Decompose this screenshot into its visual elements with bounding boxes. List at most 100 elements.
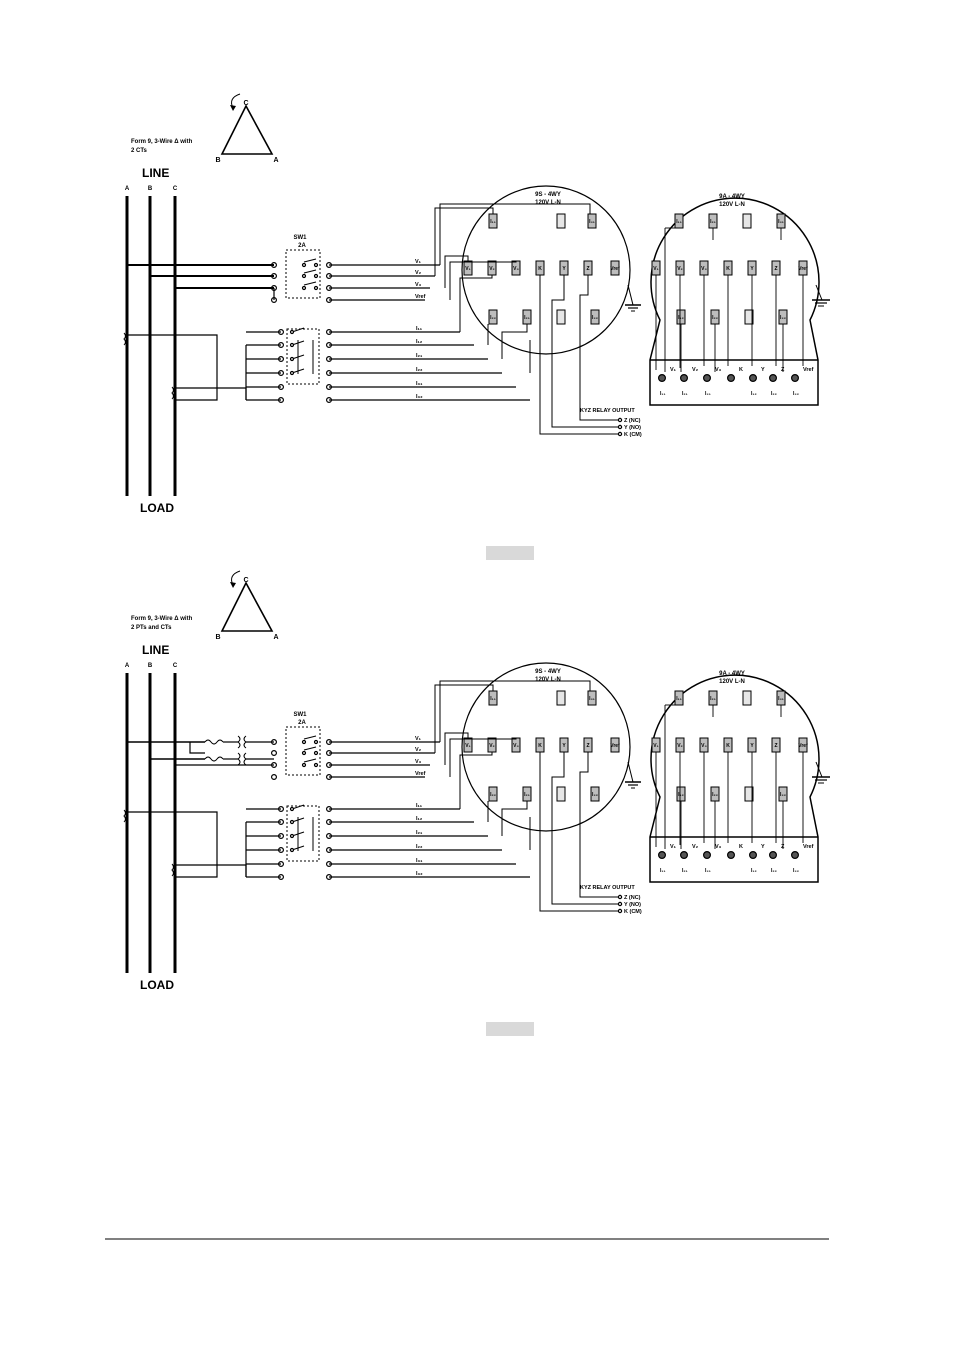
switch-blade: [303, 746, 317, 751]
base-terminal: [679, 374, 688, 383]
switch-contact: [301, 750, 307, 756]
terminal-label: Z: [774, 743, 777, 749]
arrow-head-icon: [230, 582, 236, 588]
switch-contact: [301, 739, 307, 745]
blank-slot: [744, 309, 754, 325]
meter-9a-outline: [649, 674, 820, 883]
blank-terminal: [556, 786, 566, 802]
terminal-label: K: [538, 743, 542, 749]
meter-terminal-v1: V₁: [651, 737, 661, 753]
figure-caption-placeholder: [486, 546, 534, 560]
base-terminal-label: I₂₁: [682, 868, 688, 874]
current-terminal-label: I₁₂: [416, 339, 423, 345]
terminal-label: I₂₁: [524, 792, 530, 798]
current-terminal-label: I₁₂: [416, 816, 423, 822]
fuse-icon: [204, 756, 224, 762]
switch-contact: [289, 342, 295, 348]
lead-i11: [459, 275, 493, 332]
lead-v2: [434, 207, 494, 276]
meter-terminal-i22: I₂₂: [710, 786, 720, 802]
terminal-label: V₁: [653, 743, 658, 749]
terminal-label: V₂: [677, 743, 683, 749]
meter-terminal-vref: Vref: [610, 260, 620, 276]
base-terminal-label: I₁₂: [751, 868, 757, 874]
meter-9s-circle: [461, 662, 631, 832]
base-terminal-label: I₃₁: [705, 391, 711, 397]
current-terminal-label: I₂₁: [416, 830, 423, 836]
meter-terminal-y: Y: [747, 737, 757, 753]
meter-9s-title: 9S - 4WY: [535, 669, 561, 675]
switch-contact: [289, 806, 295, 812]
ct-a-coil-icon: [123, 809, 126, 823]
meter-terminal-i11: I₁₁: [488, 690, 498, 706]
terminal-label: V₃: [701, 266, 707, 272]
load-label: LOAD: [140, 501, 174, 515]
meter-terminal-i21: I₂₁: [708, 213, 718, 229]
kyz-terminal: [617, 431, 623, 437]
meter-terminal-i32: I₃₂: [590, 309, 600, 325]
switch-blade: [303, 281, 317, 286]
kyz-terminal: [617, 417, 623, 423]
lead-z: [579, 752, 618, 898]
voltage-switch-terminal: [271, 774, 278, 781]
terminal-label: I₃₁: [589, 219, 595, 225]
terminal-block: [610, 737, 620, 753]
ground-lead: [627, 284, 634, 306]
meter-terminal-vref: Vref: [798, 737, 808, 753]
lead-vref: [449, 261, 517, 300]
terminal-label: I₃₂: [592, 792, 598, 798]
pt-coil-icon: [237, 735, 241, 749]
terminal-label: I₂₂: [712, 315, 718, 321]
shorting-blade: [291, 327, 305, 333]
terminal-label: I₃₁: [778, 696, 784, 702]
form-subtitle: 2 PTs and CTs: [131, 625, 172, 631]
phase-label-c: C: [173, 663, 178, 669]
switch-contact: [289, 329, 295, 335]
meter-terminal-i31: I₃₁: [587, 213, 597, 229]
delta-triangle: [220, 581, 274, 632]
lead-v3: [444, 255, 469, 288]
meter-terminal-i31: I₃₁: [776, 213, 786, 229]
base-terminal-label: I₃₁: [705, 868, 711, 874]
phase-label-a: A: [125, 186, 130, 192]
blank-slot: [742, 690, 752, 706]
kyz-output-label: Y (NO): [624, 425, 641, 431]
voltage-terminal-label: V₁: [415, 736, 422, 742]
phase-label-a: A: [125, 663, 130, 669]
base-terminal-label: I₁₁: [660, 868, 666, 874]
ct-a-loop: [127, 334, 218, 401]
voltage-switch-terminal: [271, 750, 278, 757]
arrow-head-icon: [230, 105, 236, 111]
switch-label: SW1: [293, 712, 307, 718]
meter-terminal-i31: I₃₁: [776, 690, 786, 706]
base-terminal-label: I₂₂: [771, 391, 777, 397]
meter-9s-title: 9S - 4WY: [535, 192, 561, 198]
meter-terminal-i21: I₂₁: [522, 309, 532, 325]
terminal-label: V₂: [489, 743, 495, 749]
kyz-terminal: [617, 901, 623, 907]
voltage-switch-box: [285, 726, 321, 776]
ct-c-loop: [175, 387, 247, 400]
potential-transformers: [127, 735, 274, 771]
current-terminal-label: I₂₂: [416, 367, 423, 373]
switch-contact: [301, 273, 307, 279]
switch-contact: [313, 262, 319, 268]
delta-triangle: [220, 104, 274, 155]
meter-terminal-i31: I₃₁: [587, 690, 597, 706]
delta-label-right: A: [273, 157, 278, 164]
base-terminal: [748, 374, 757, 383]
terminal-label: I₂₁: [710, 696, 716, 702]
meter-terminal-i22: I₂₂: [710, 309, 720, 325]
meter-terminal-i21: I₂₁: [708, 690, 718, 706]
switch-contact: [289, 356, 295, 362]
blank-slot: [556, 786, 566, 802]
base-terminal: [726, 851, 735, 860]
meter-terminal-v3: V₃: [699, 260, 709, 276]
terminal-label: V₁: [465, 743, 470, 749]
meter-terminal-v2: V₂: [675, 260, 685, 276]
base-terminal-label: I₁₂: [751, 391, 757, 397]
